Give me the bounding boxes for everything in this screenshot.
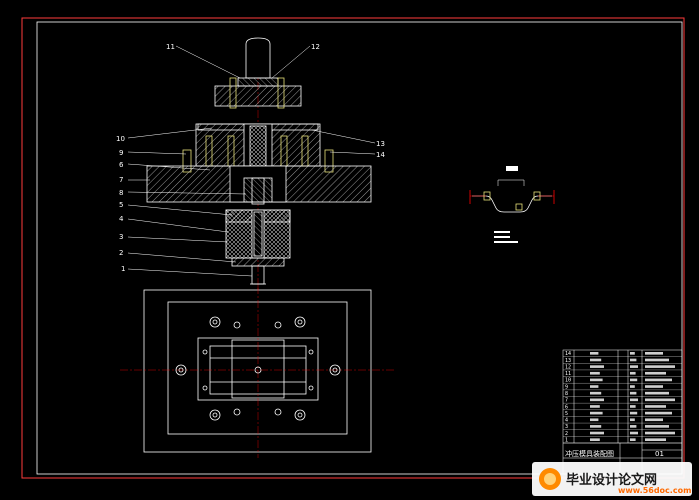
- bom-row-number: 5: [565, 411, 568, 417]
- bom-row-number: 4: [565, 418, 568, 424]
- bom-cell-text: [590, 438, 600, 441]
- label-6: 6: [119, 161, 124, 169]
- label-11: 11: [166, 43, 175, 51]
- label-3: 3: [119, 233, 123, 241]
- bom-cell-text: [590, 405, 600, 408]
- flange-plate: [214, 85, 302, 107]
- label-12: 12: [311, 43, 320, 51]
- watermark-url: www.56doc.com: [618, 486, 691, 495]
- bom-row-number: 11: [565, 371, 571, 377]
- label-13: 13: [376, 140, 385, 148]
- workpiece-sketch: [469, 166, 555, 243]
- bom-cell-text: [630, 385, 635, 388]
- bom-cell-text: [630, 411, 638, 415]
- bom-cell-text: [645, 352, 663, 355]
- bom-cell-text: [645, 365, 675, 368]
- label-4: 4: [119, 215, 124, 223]
- bom-cell-text: [630, 431, 638, 435]
- label-7: 7: [119, 176, 123, 184]
- bom-cell-text: [630, 358, 637, 362]
- part-labels: 11 12 10 9 6 7 8 5 4 3 2 1 13 14: [116, 43, 385, 273]
- bom-cell-text: [630, 391, 637, 395]
- bom-cell-text: [630, 365, 638, 368]
- bom-cell-text: [645, 418, 663, 422]
- outer-border: [21, 17, 685, 479]
- label-10: 10: [116, 135, 125, 143]
- die-shank: [245, 37, 271, 79]
- bom-cell-text: [645, 431, 675, 435]
- watermark-text: 毕业设计论文网: [566, 472, 657, 488]
- label-9: 9: [119, 149, 123, 157]
- bom-cell-text: [645, 371, 666, 375]
- bom-cell-text: [590, 385, 599, 388]
- bom-row-number: 6: [565, 404, 568, 410]
- bom-cell-text: [630, 425, 637, 428]
- sheet-number: 01: [655, 450, 664, 458]
- label-1: 1: [121, 265, 125, 273]
- bom-row-number: 13: [565, 358, 571, 364]
- bom-row-number: 14: [565, 351, 571, 357]
- bom-cell-text: [590, 371, 600, 375]
- bom-cell-text: [645, 405, 666, 408]
- bom-cell-text: [590, 418, 599, 422]
- bom-row-number: 3: [565, 424, 568, 430]
- inner-frame: [36, 21, 683, 475]
- bom-cell-text: [590, 378, 603, 382]
- drawing-title: 冲压模具装配图: [565, 449, 614, 458]
- label-14: 14: [376, 151, 385, 159]
- bom-row-number: 2: [565, 431, 568, 437]
- bom-row-number: 9: [565, 384, 568, 390]
- bom-cell-text: [590, 358, 602, 362]
- watermark: 毕业设计论文网 www.56doc.com: [532, 462, 692, 496]
- label-8: 8: [119, 189, 123, 197]
- bom-cell-text: [645, 385, 663, 388]
- bom-cell-text: [645, 425, 669, 428]
- bom-cell-text: [645, 398, 675, 402]
- label-5: 5: [119, 201, 123, 209]
- bom-row-number: 10: [565, 378, 571, 384]
- bom-cell-text: [590, 391, 602, 395]
- bom-cell-text: [645, 391, 669, 395]
- bom-cell-text: [630, 405, 636, 408]
- bom-cell-text: [630, 378, 638, 382]
- bom-cell-text: [645, 358, 669, 362]
- bom-cell-text: [590, 352, 599, 355]
- label-2: 2: [119, 249, 123, 257]
- bom-row-number: 1: [565, 438, 568, 444]
- leader-lines: [127, 45, 376, 277]
- bom-cell-text: [590, 431, 604, 435]
- bom-cell-text: [630, 438, 636, 441]
- bom-cell-text: [590, 398, 604, 402]
- bom-cell-text: [645, 411, 672, 415]
- bom-cell-text: [630, 398, 638, 402]
- bom-cell-text: [590, 425, 602, 428]
- front-section-view: [146, 37, 372, 290]
- bom-row-number: 12: [565, 364, 571, 370]
- bom-cell-text: [645, 378, 672, 382]
- bom-cell-text: [590, 411, 603, 415]
- bom-cell-text: [630, 418, 635, 422]
- bom-cell-text: [645, 438, 666, 441]
- plan-view: [120, 286, 396, 458]
- bom-cell-text: [630, 371, 636, 375]
- bom-cell-text: [630, 352, 635, 355]
- bom-row-number: 8: [565, 391, 568, 397]
- bom-cell-text: [590, 365, 604, 368]
- bom-row-number: 7: [565, 398, 568, 404]
